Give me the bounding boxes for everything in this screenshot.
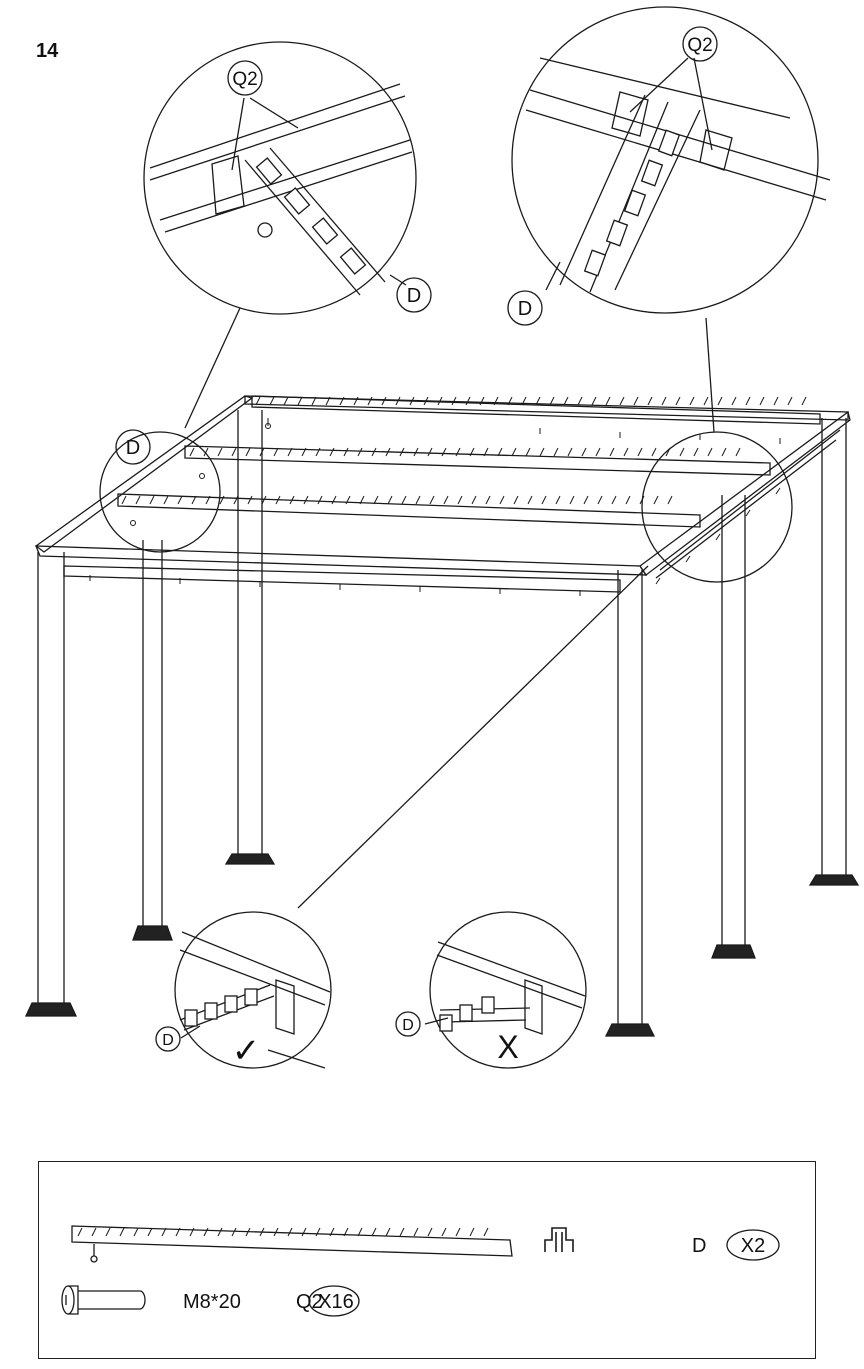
post-back-left xyxy=(224,410,276,865)
post-mid-left xyxy=(132,540,173,941)
zoom-circle-left xyxy=(99,431,221,553)
post-back-right xyxy=(808,418,860,886)
bolt-code: Q2 xyxy=(296,1291,323,1313)
zoom-circle-right xyxy=(641,431,793,583)
part-d-code: D xyxy=(692,1235,706,1257)
callout-q2-right: Q2 xyxy=(687,35,712,56)
detail-circle-correct xyxy=(174,911,332,1069)
callout-d-top-right: D xyxy=(518,298,532,320)
bolt-quantity: X16 xyxy=(318,1291,354,1313)
louver-beams xyxy=(89,395,821,596)
callout-d-correct: D xyxy=(162,1032,174,1049)
detail-circle-top-left xyxy=(143,41,417,315)
parts-illustrations xyxy=(61,1225,780,1317)
parts-list-box xyxy=(38,1161,816,1359)
callout-q2-left: Q2 xyxy=(232,69,257,90)
bolt-size: M8*20 xyxy=(183,1291,241,1313)
pergola-frame xyxy=(24,395,860,1037)
correct-check-mark: ✓ xyxy=(232,1032,261,1070)
louver-beam-icon xyxy=(71,1225,513,1263)
callout-bubbles xyxy=(115,26,718,1052)
quantity-oval-bolt xyxy=(308,1285,360,1317)
incorrect-x-mark: X xyxy=(497,1029,518,1065)
step-number: 14 xyxy=(36,40,59,62)
detail-circle-incorrect xyxy=(424,911,587,1069)
callout-d-top-left: D xyxy=(407,285,421,307)
detail-circle-top-right xyxy=(511,6,831,314)
quantity-oval-beam xyxy=(726,1229,780,1261)
bolt-icon xyxy=(61,1285,146,1315)
part-d-quantity: X2 xyxy=(741,1235,765,1257)
post-front-left xyxy=(24,552,78,1017)
callout-d-incorrect: D xyxy=(402,1017,414,1034)
post-mid-right xyxy=(711,495,756,959)
post-front-right xyxy=(604,570,656,1037)
bracket-icon xyxy=(544,1227,574,1252)
callout-d-frame: D xyxy=(126,437,140,459)
